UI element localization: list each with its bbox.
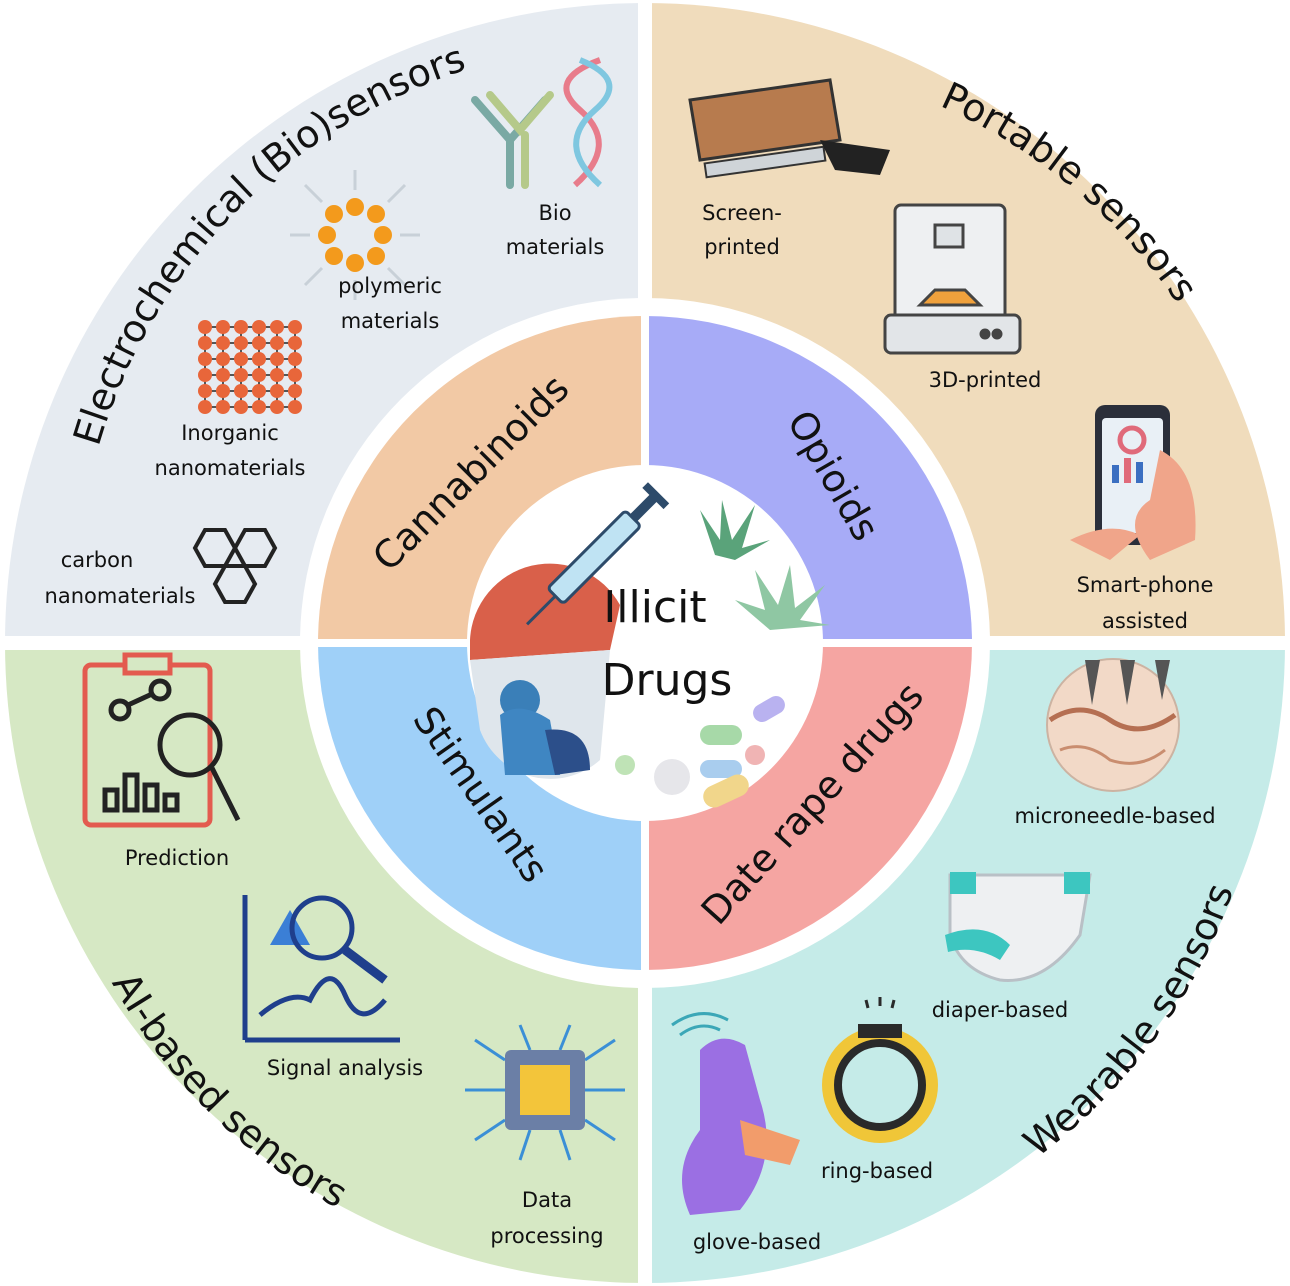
lattice-atom bbox=[252, 368, 266, 382]
lattice-atom bbox=[198, 400, 212, 414]
label-smartphone-1: Smart-phone bbox=[1077, 573, 1214, 597]
label-screen-2: printed bbox=[704, 235, 780, 259]
pills-icon bbox=[615, 696, 785, 808]
lattice-atom bbox=[216, 352, 230, 366]
lattice-atom bbox=[216, 400, 230, 414]
antibody-icon bbox=[471, 91, 554, 189]
lattice-atom bbox=[252, 352, 266, 366]
3d-printer-icon bbox=[883, 203, 1022, 355]
label-glove: glove-based bbox=[693, 1230, 821, 1254]
lattice-atom bbox=[234, 320, 248, 334]
label-carbon-2: nanomaterials bbox=[45, 584, 196, 608]
person-icon bbox=[500, 680, 590, 775]
nanoparticle-lattice-icon bbox=[198, 320, 302, 414]
dna-icon bbox=[563, 57, 613, 188]
label-diaper: diaper-based bbox=[932, 998, 1069, 1022]
label-polymeric-2: materials bbox=[341, 309, 440, 333]
lattice-atom bbox=[252, 400, 266, 414]
lattice-atom bbox=[234, 384, 248, 398]
signal-analysis-icon bbox=[242, 895, 400, 1043]
center-title-line1: Illicit bbox=[603, 582, 706, 633]
lattice-atom bbox=[270, 320, 284, 334]
lattice-atom bbox=[216, 368, 230, 382]
cannabis-leaf-icon bbox=[700, 500, 770, 560]
label-ring: ring-based bbox=[821, 1159, 933, 1183]
lattice-atom bbox=[234, 368, 248, 382]
lattice-atom bbox=[270, 400, 284, 414]
lattice-atom bbox=[270, 352, 284, 366]
label-data-1: Data bbox=[522, 1188, 572, 1212]
label-smartphone-2: assisted bbox=[1102, 609, 1188, 633]
label-bio-2: materials bbox=[506, 235, 605, 259]
lattice-atom bbox=[216, 320, 230, 334]
lattice-atom bbox=[288, 384, 302, 398]
lattice-atom bbox=[252, 320, 266, 334]
lattice-atom bbox=[270, 336, 284, 350]
microneedle-skin-icon bbox=[1046, 658, 1180, 792]
label-signal-analysis: Signal analysis bbox=[267, 1056, 423, 1080]
smart-ring-icon bbox=[822, 997, 938, 1143]
label-data-2: processing bbox=[490, 1224, 603, 1248]
processor-chip-icon bbox=[465, 1024, 625, 1161]
diaper-icon bbox=[945, 872, 1092, 982]
lattice-atom bbox=[288, 368, 302, 382]
lattice-atom bbox=[288, 352, 302, 366]
lattice-atom bbox=[198, 336, 212, 350]
lattice-atom bbox=[252, 336, 266, 350]
prediction-clipboard-icon bbox=[82, 652, 241, 828]
lattice-atom bbox=[198, 352, 212, 366]
label-microneedle: microneedle-based bbox=[1014, 804, 1215, 828]
center-title-line2: Drugs bbox=[602, 655, 733, 706]
label-screen-1: Screen- bbox=[702, 201, 782, 225]
label-inorganic-2: nanomaterials bbox=[155, 456, 306, 480]
cannabis-leaf-large-icon bbox=[735, 565, 830, 630]
label-3d-printed: 3D-printed bbox=[929, 368, 1042, 392]
lattice-atom bbox=[288, 336, 302, 350]
lattice-atom bbox=[216, 336, 230, 350]
lattice-atom bbox=[198, 320, 212, 334]
lattice-atom bbox=[234, 400, 248, 414]
lattice-atom bbox=[198, 384, 212, 398]
lattice-atom bbox=[234, 352, 248, 366]
lattice-atom bbox=[288, 320, 302, 334]
glove-icon bbox=[671, 1012, 800, 1215]
lattice-atom bbox=[288, 400, 302, 414]
graphene-icon bbox=[192, 528, 278, 604]
lattice-atom bbox=[252, 384, 266, 398]
label-bio-1: Bio bbox=[538, 201, 571, 225]
label-inorganic-1: Inorganic bbox=[181, 421, 279, 445]
smartphone-hand-icon bbox=[1070, 405, 1196, 560]
label-carbon-1: carbon bbox=[61, 548, 134, 572]
lattice-atom bbox=[270, 368, 284, 382]
lattice-atom bbox=[216, 384, 230, 398]
squeegee-icon bbox=[688, 78, 890, 179]
lattice-atom bbox=[270, 384, 284, 398]
polymer-micelle-icon bbox=[290, 170, 420, 300]
syringe-icon bbox=[526, 482, 670, 626]
lattice-atom bbox=[234, 336, 248, 350]
lattice-atom bbox=[198, 368, 212, 382]
label-polymeric-1: polymeric bbox=[338, 274, 442, 298]
label-prediction: Prediction bbox=[125, 846, 229, 870]
